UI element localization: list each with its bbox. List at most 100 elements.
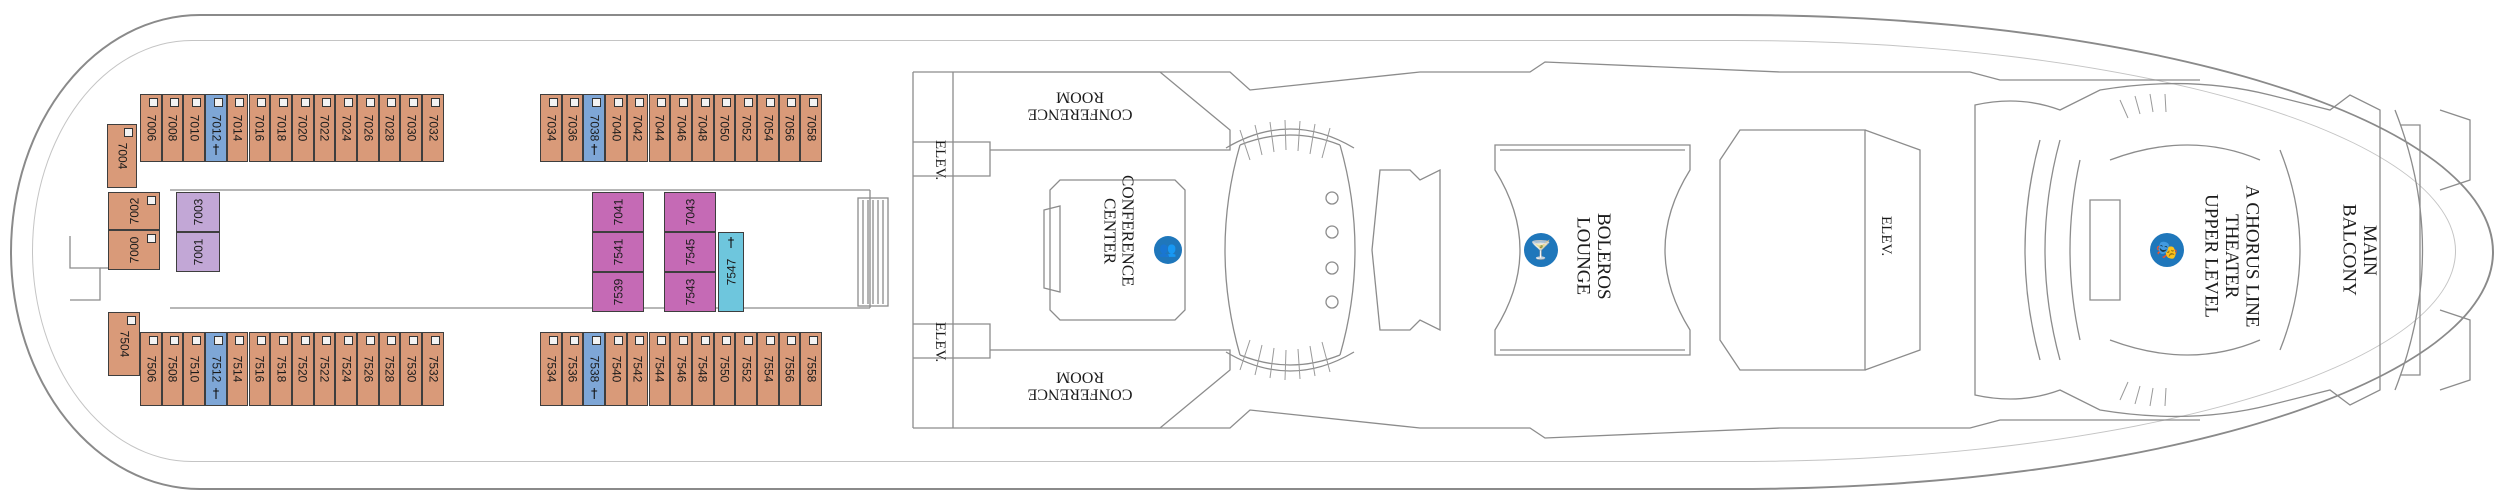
bed-icon: [300, 336, 310, 345]
conference-center-label: CONFERENCE CENTER: [1100, 166, 1137, 296]
cabin-7003[interactable]: 7003: [176, 192, 220, 232]
cabin-number: 7050: [717, 114, 732, 142]
cabin-7550[interactable]: 7550: [713, 332, 736, 406]
bed-icon: [170, 98, 180, 107]
cocktail-icon[interactable]: 🍸: [1524, 233, 1558, 267]
main-balcony-line-1: MAIN: [2359, 224, 2381, 276]
bed-icon: [592, 336, 602, 345]
cabin-number: 7022: [317, 114, 332, 142]
elevator-bottom-box: [913, 323, 991, 359]
cabin-7548[interactable]: 7548: [691, 332, 714, 406]
conference-center-outline: [1049, 179, 1186, 321]
cabin-7504[interactable]: 7504: [108, 312, 140, 376]
cabin-7524[interactable]: 7524: [335, 332, 357, 406]
elevator-text-mid: ELEV.: [1878, 215, 1894, 257]
cabin-7004[interactable]: 7004: [107, 124, 137, 188]
cabin-7024[interactable]: 7024: [335, 94, 357, 162]
cabin-7506[interactable]: 7506: [140, 332, 162, 406]
cabin-7020[interactable]: 7020: [291, 94, 314, 162]
cabin-7542[interactable]: 7542: [626, 332, 649, 406]
bed-icon: [700, 98, 710, 107]
conference-center-line-1: CONFERENCE: [1118, 175, 1138, 287]
bed-icon: [278, 336, 288, 345]
theater-icon-glyph: 🎭: [2155, 239, 2179, 261]
stair-top-left: [1225, 128, 1355, 149]
cabin-7530[interactable]: 7530: [400, 332, 423, 406]
cabin-7547[interactable]: 7547†: [718, 232, 744, 312]
cabin-number: 7024: [339, 114, 354, 142]
cabin-7038[interactable]: 7038†: [583, 94, 606, 162]
cabin-7543[interactable]: 7543: [664, 272, 716, 312]
cabin-7058[interactable]: 7058: [800, 94, 823, 162]
cabin-7050[interactable]: 7050: [713, 94, 736, 162]
bed-icon: [700, 336, 710, 345]
cabin-7043[interactable]: 7043: [664, 192, 716, 232]
bed-icon: [592, 98, 602, 107]
cabin-7054[interactable]: 7054: [757, 94, 779, 162]
cabin-7546[interactable]: 7546: [670, 332, 692, 406]
cabin-7538[interactable]: 7538†: [583, 332, 606, 406]
theater-icon[interactable]: 🎭: [2150, 233, 2184, 267]
bed-icon: [787, 336, 797, 345]
cabin-7018[interactable]: 7018: [270, 94, 292, 162]
cabin-7534[interactable]: 7534: [540, 332, 562, 406]
cabin-7518[interactable]: 7518: [270, 332, 292, 406]
cabin-7034[interactable]: 7034: [540, 94, 562, 162]
cabin-7552[interactable]: 7552: [735, 332, 757, 406]
cabin-7044[interactable]: 7044: [648, 94, 671, 162]
cabin-7512[interactable]: 7512†: [205, 332, 227, 406]
venue-zone-bottom: [913, 409, 2200, 439]
cabin-7022[interactable]: 7022: [313, 94, 336, 162]
cabin-7532[interactable]: 7532: [422, 332, 444, 406]
cabin-7008[interactable]: 7008: [161, 94, 184, 162]
cabin-7030[interactable]: 7030: [400, 94, 423, 162]
cabin-number: 7530: [404, 355, 419, 383]
cabin-number: 7030: [404, 114, 419, 142]
cabin-7520[interactable]: 7520: [291, 332, 314, 406]
cabin-number: 7058: [804, 114, 819, 142]
cabin-7048[interactable]: 7048: [691, 94, 714, 162]
bed-icon: [765, 98, 775, 107]
cabin-7028[interactable]: 7028: [378, 94, 401, 162]
cabin-7545[interactable]: 7545: [664, 232, 716, 272]
cabin-7000[interactable]: 7000: [108, 230, 160, 270]
elevator-label-bottom: ELEV.: [914, 322, 948, 362]
bed-icon: [743, 336, 753, 345]
cabin-7516[interactable]: 7516: [248, 332, 271, 406]
cabin-7041[interactable]: 7041: [592, 192, 644, 232]
cabin-7526[interactable]: 7526: [357, 332, 379, 406]
cabin-7046[interactable]: 7046: [670, 94, 692, 162]
cabin-7014[interactable]: 7014: [226, 94, 249, 162]
cabin-7056[interactable]: 7056: [778, 94, 801, 162]
cabin-7006[interactable]: 7006: [140, 94, 162, 162]
cabin-7016[interactable]: 7016: [248, 94, 271, 162]
cabin-7508[interactable]: 7508: [161, 332, 184, 406]
cabin-7522[interactable]: 7522: [313, 332, 336, 406]
bed-icon: [743, 98, 753, 107]
conference-icon[interactable]: 👥: [1154, 236, 1182, 264]
cabin-7540[interactable]: 7540: [605, 332, 627, 406]
cabin-7032[interactable]: 7032: [422, 94, 444, 162]
cabin-7528[interactable]: 7528: [378, 332, 401, 406]
cabin-7539[interactable]: 7539: [592, 272, 644, 312]
cabin-7536[interactable]: 7536: [561, 332, 584, 406]
cabin-7052[interactable]: 7052: [735, 94, 757, 162]
cabin-7510[interactable]: 7510: [183, 332, 206, 406]
cabin-7556[interactable]: 7556: [778, 332, 801, 406]
cabin-7001[interactable]: 7001: [176, 232, 220, 272]
cabin-7002[interactable]: 7002: [108, 192, 160, 230]
cabin-7541[interactable]: 7541: [592, 232, 644, 272]
conference-room-top-line-2: ROOM: [1056, 88, 1105, 106]
cabin-7514[interactable]: 7514: [226, 332, 249, 406]
cabin-7544[interactable]: 7544: [648, 332, 671, 406]
cabin-7040[interactable]: 7040: [605, 94, 627, 162]
cabin-7042[interactable]: 7042: [626, 94, 649, 162]
cabin-7010[interactable]: 7010: [183, 94, 206, 162]
cabin-number: 7522: [317, 355, 332, 383]
cabin-7558[interactable]: 7558: [800, 332, 823, 406]
cabin-7554[interactable]: 7554: [757, 332, 779, 406]
cabin-7026[interactable]: 7026: [357, 94, 379, 162]
cabin-7036[interactable]: 7036: [561, 94, 584, 162]
cabin-7012[interactable]: 7012†: [205, 94, 227, 162]
